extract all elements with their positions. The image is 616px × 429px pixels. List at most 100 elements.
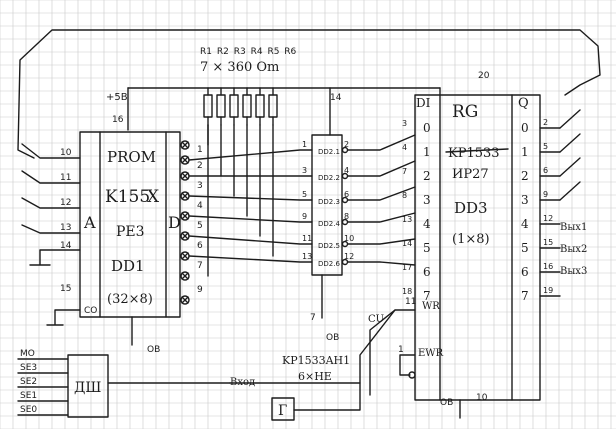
prom-output-lamp bbox=[180, 140, 190, 150]
buffer-to-register-wire bbox=[347, 186, 416, 201]
buffer-out-pin: 6 bbox=[344, 190, 349, 199]
dip-switch-label: SE1 bbox=[20, 391, 37, 401]
prom-output-pin: 1 bbox=[197, 145, 203, 155]
register-in-bit: 6 bbox=[423, 265, 431, 279]
prom-addr-pin: 11 bbox=[60, 173, 71, 183]
buffer-out-pin: 12 bbox=[344, 252, 354, 261]
buffer-gate-label: DD2.1 bbox=[318, 148, 340, 156]
buffer-part: KP1533AH1 bbox=[282, 354, 350, 367]
resistor-label-r2: R2 bbox=[217, 47, 229, 57]
prom-title: PROM bbox=[107, 148, 156, 166]
prom-output-pin: 6 bbox=[197, 241, 203, 251]
buffer-gate-label: DD2.2 bbox=[318, 174, 340, 182]
register-in-pin: 4 bbox=[402, 143, 407, 152]
prom-lamp-cross bbox=[181, 252, 189, 260]
prom-addr-label: A bbox=[83, 213, 96, 232]
register-ewr-label: EWR bbox=[418, 348, 444, 359]
register-in-bit: 7 bbox=[423, 289, 431, 303]
feedback-return-wire bbox=[559, 133, 581, 153]
register-in-pin: 14 bbox=[402, 239, 412, 248]
generator-box bbox=[271, 397, 295, 421]
prom-data-label: D bbox=[168, 213, 181, 232]
buffer-to-register-wire bbox=[347, 261, 416, 266]
buf-vcc-pin-label: 14 bbox=[330, 93, 342, 103]
register-out-bit: 5 bbox=[521, 241, 529, 255]
dip-name: ДШ bbox=[74, 380, 101, 396]
register-in-bit: 1 bbox=[423, 145, 431, 159]
resistor-label-r6: R6 bbox=[284, 47, 296, 57]
register-out-pin: 19 bbox=[543, 286, 553, 295]
buffer-to-register-wire bbox=[347, 238, 416, 245]
prom-cs-pin: 15 bbox=[60, 284, 71, 294]
register-part-strike bbox=[445, 148, 509, 153]
feedback-return-wire bbox=[559, 181, 581, 201]
register-in-pin: 8 bbox=[402, 191, 407, 200]
register-out-bit: 4 bbox=[521, 217, 529, 231]
register-in-pin: 7 bbox=[402, 167, 407, 176]
resistor-labels: R1 R2 R3 R4 R5 R6 bbox=[200, 47, 297, 57]
register-ewr-pin: 1 bbox=[398, 345, 404, 355]
register-in-pin: 17 bbox=[402, 263, 412, 272]
prom-lamp-cross bbox=[181, 272, 189, 280]
dip-switch-label: MO bbox=[20, 349, 35, 359]
register-out-bit: 6 bbox=[521, 265, 529, 279]
prom-lamp-cross bbox=[181, 232, 189, 240]
prom-output-pin: 4 bbox=[197, 201, 203, 211]
buffer-pin7: 7 bbox=[310, 313, 316, 323]
sync-wire bbox=[229, 309, 396, 384]
prom-output-pin: 5 bbox=[197, 221, 203, 231]
register-in-pin: 18 bbox=[402, 287, 412, 296]
resistor-array bbox=[203, 87, 278, 126]
prom-lamp-cross bbox=[181, 156, 189, 164]
buffer-in-pin: 5 bbox=[302, 190, 307, 199]
buffer-gate-label: DD2.3 bbox=[318, 198, 340, 206]
prom-addr-wire bbox=[21, 170, 81, 184]
register-out-pin: 5 bbox=[543, 142, 548, 151]
prom-cs-wire bbox=[46, 309, 81, 326]
register-out-bit: 2 bbox=[521, 169, 529, 183]
buffer-out-pin: 2 bbox=[344, 140, 349, 149]
buffer-gnd-label: OB bbox=[326, 333, 339, 343]
vcc-pin-label: 16 bbox=[112, 115, 124, 125]
prom-body bbox=[79, 131, 181, 318]
prom-output-pin: 7 bbox=[197, 261, 203, 271]
register-in-pin: 13 bbox=[402, 215, 412, 224]
prom-org: (32×8) bbox=[107, 292, 153, 307]
register-org: (1×8) bbox=[452, 232, 490, 247]
register-part2: ИР27 bbox=[452, 167, 489, 182]
prom-to-buffer-wire bbox=[188, 195, 313, 201]
register-out-bit: 1 bbox=[521, 145, 529, 159]
prom-ref: DD1 bbox=[111, 257, 145, 275]
prom-addr-pin: 10 bbox=[60, 148, 72, 158]
buffer-to-register-wire bbox=[347, 134, 416, 151]
buffer-out-pin: 10 bbox=[344, 234, 354, 243]
prom-part: K155 bbox=[105, 187, 150, 207]
prom-type: PE3 bbox=[116, 224, 145, 240]
register-out-pin: 12 bbox=[543, 214, 553, 223]
register-out-bit: 0 bbox=[521, 121, 529, 135]
prom-lamp-cross bbox=[181, 212, 189, 220]
register-ref: DD3 bbox=[454, 199, 488, 217]
register-out-pin: 16 bbox=[543, 262, 553, 271]
generator-label: Вход bbox=[230, 377, 255, 388]
buffer-gate-label: DD2.4 bbox=[318, 220, 340, 228]
generator-symbol: Г bbox=[278, 403, 287, 419]
generator-wire bbox=[293, 382, 361, 411]
register-in-bit: 2 bbox=[423, 169, 431, 183]
register-gnd-pin: 10 bbox=[476, 393, 488, 403]
prom-to-buffer-wire bbox=[188, 215, 313, 223]
dip-switch-label: SE3 bbox=[20, 363, 37, 373]
register-in-bit: 0 bbox=[423, 121, 431, 135]
resistor-label-r5: R5 bbox=[267, 47, 279, 57]
resistor-label-r1: R1 bbox=[200, 47, 212, 57]
prom-to-buffer-wire bbox=[188, 255, 313, 263]
prom-output-pin: 3 bbox=[197, 181, 203, 191]
pin20-label: 20 bbox=[478, 71, 490, 81]
feedback-return-wire bbox=[559, 157, 581, 177]
